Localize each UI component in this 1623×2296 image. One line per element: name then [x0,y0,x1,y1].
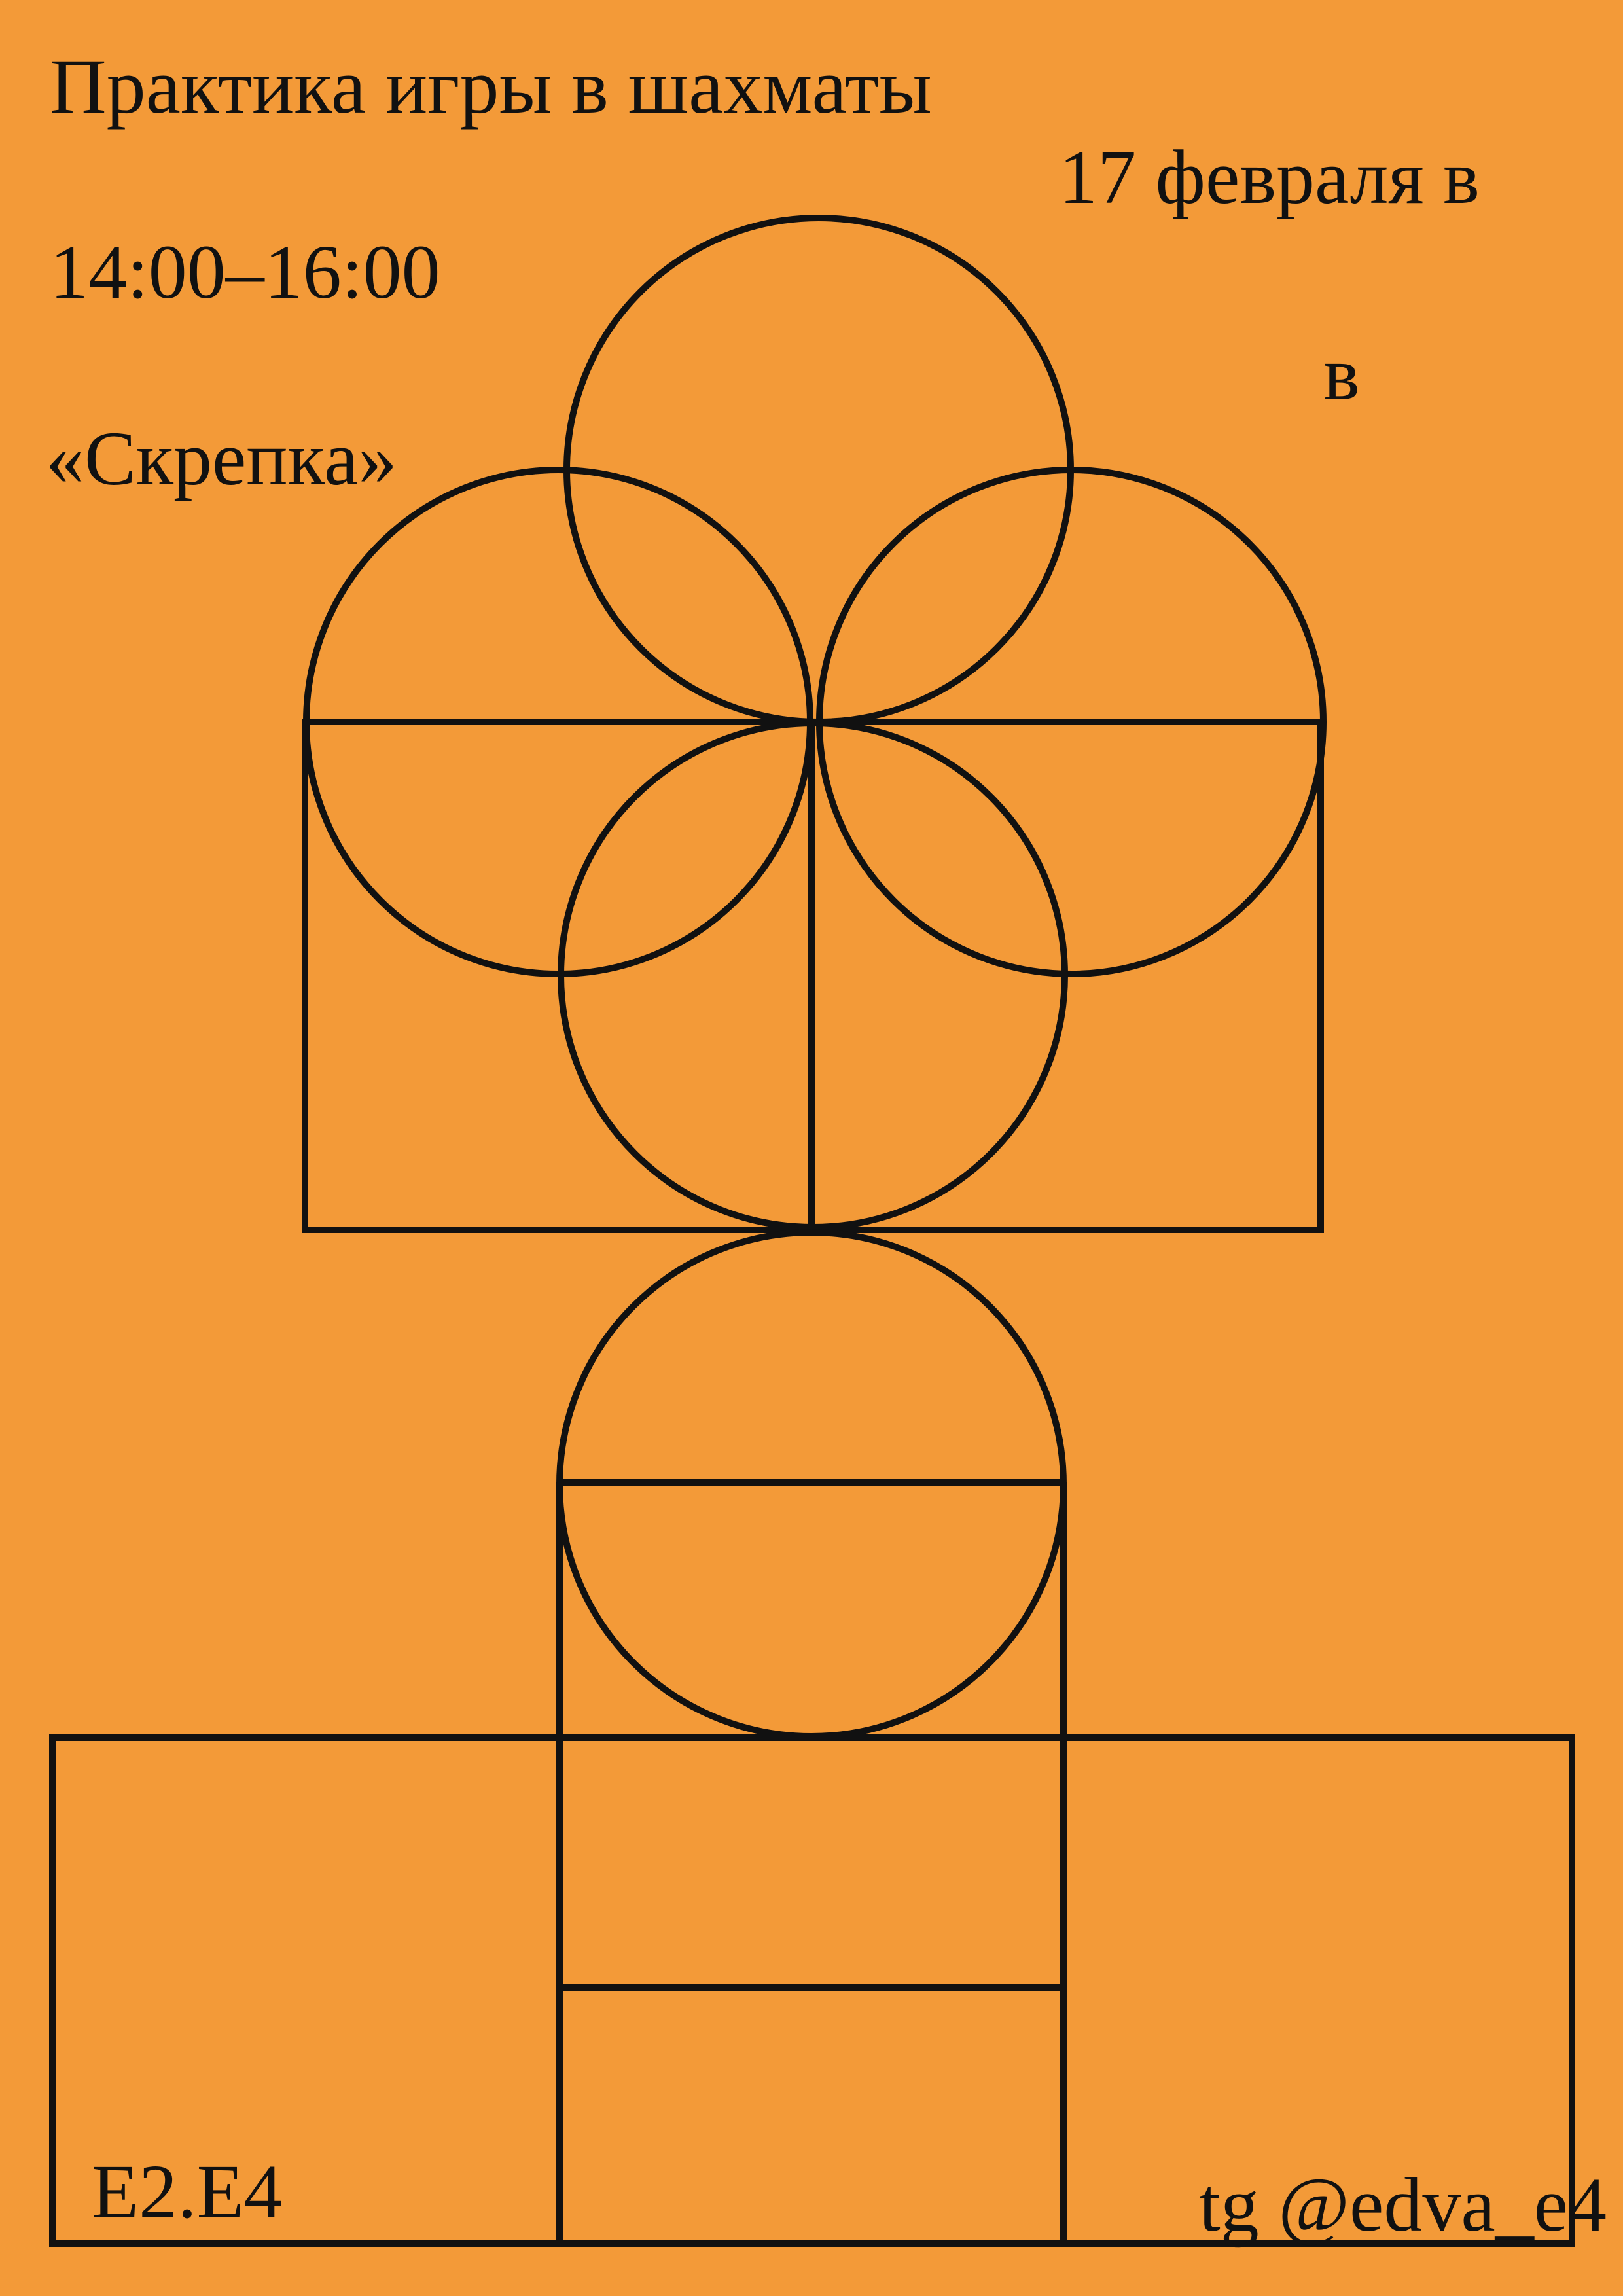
event-time: 14:00–16:00 [50,229,440,315]
top-circle [563,215,1074,725]
base-box [49,1734,1575,2247]
telegram-handle[interactable]: tg @edva_e4 [1199,2162,1607,2248]
event-date: 17 февраля в [1059,134,1480,220]
brand-name: E2.E4 [92,2149,283,2234]
preposition-in: в [1323,331,1360,416]
poster-title: Практика игры в шахматы [50,43,932,130]
event-venue: «Скрепка» [46,416,397,501]
